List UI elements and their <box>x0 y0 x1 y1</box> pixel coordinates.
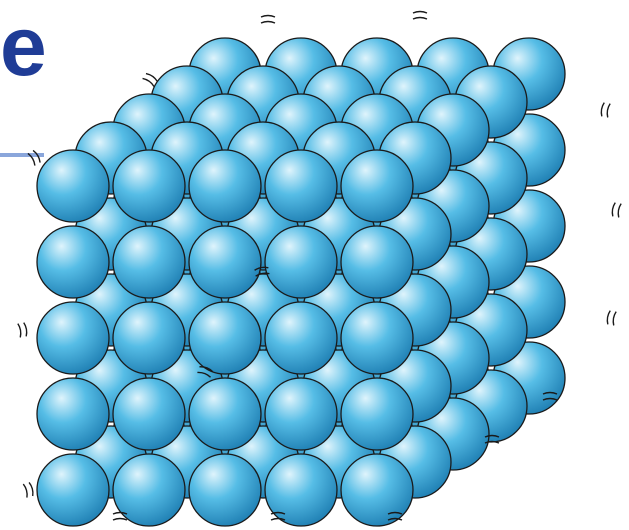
atom-sphere <box>265 454 337 526</box>
atom-sphere <box>265 302 337 374</box>
atom-sphere <box>341 226 413 298</box>
atom-sphere <box>113 302 185 374</box>
atom-sphere <box>341 378 413 450</box>
atom-sphere <box>113 226 185 298</box>
atom-layer-1 <box>37 150 413 526</box>
vibration-mark <box>413 12 427 20</box>
atom-sphere <box>189 302 261 374</box>
vibration-mark <box>23 482 34 497</box>
atom-sphere <box>341 454 413 526</box>
atom-sphere <box>189 378 261 450</box>
vibration-mark <box>600 102 610 117</box>
atom-sphere <box>113 150 185 222</box>
atom-sphere <box>265 226 337 298</box>
atom-sphere <box>189 150 261 222</box>
atom-sphere <box>37 302 109 374</box>
atom-sphere <box>37 378 109 450</box>
atom-sphere <box>189 454 261 526</box>
atom-sphere <box>341 150 413 222</box>
atom-sphere <box>37 150 109 222</box>
vibration-mark <box>606 310 616 325</box>
atom-sphere <box>265 150 337 222</box>
vibration-mark <box>28 150 41 166</box>
vibration-mark <box>611 202 621 217</box>
atom-sphere <box>189 226 261 298</box>
vibration-mark <box>18 322 28 337</box>
atom-sphere <box>37 454 109 526</box>
atom-sphere <box>113 454 185 526</box>
atom-sphere <box>37 226 109 298</box>
vibration-mark <box>261 16 275 24</box>
atom-sphere <box>341 302 413 374</box>
atom-sphere <box>265 378 337 450</box>
atom-sphere <box>113 378 185 450</box>
